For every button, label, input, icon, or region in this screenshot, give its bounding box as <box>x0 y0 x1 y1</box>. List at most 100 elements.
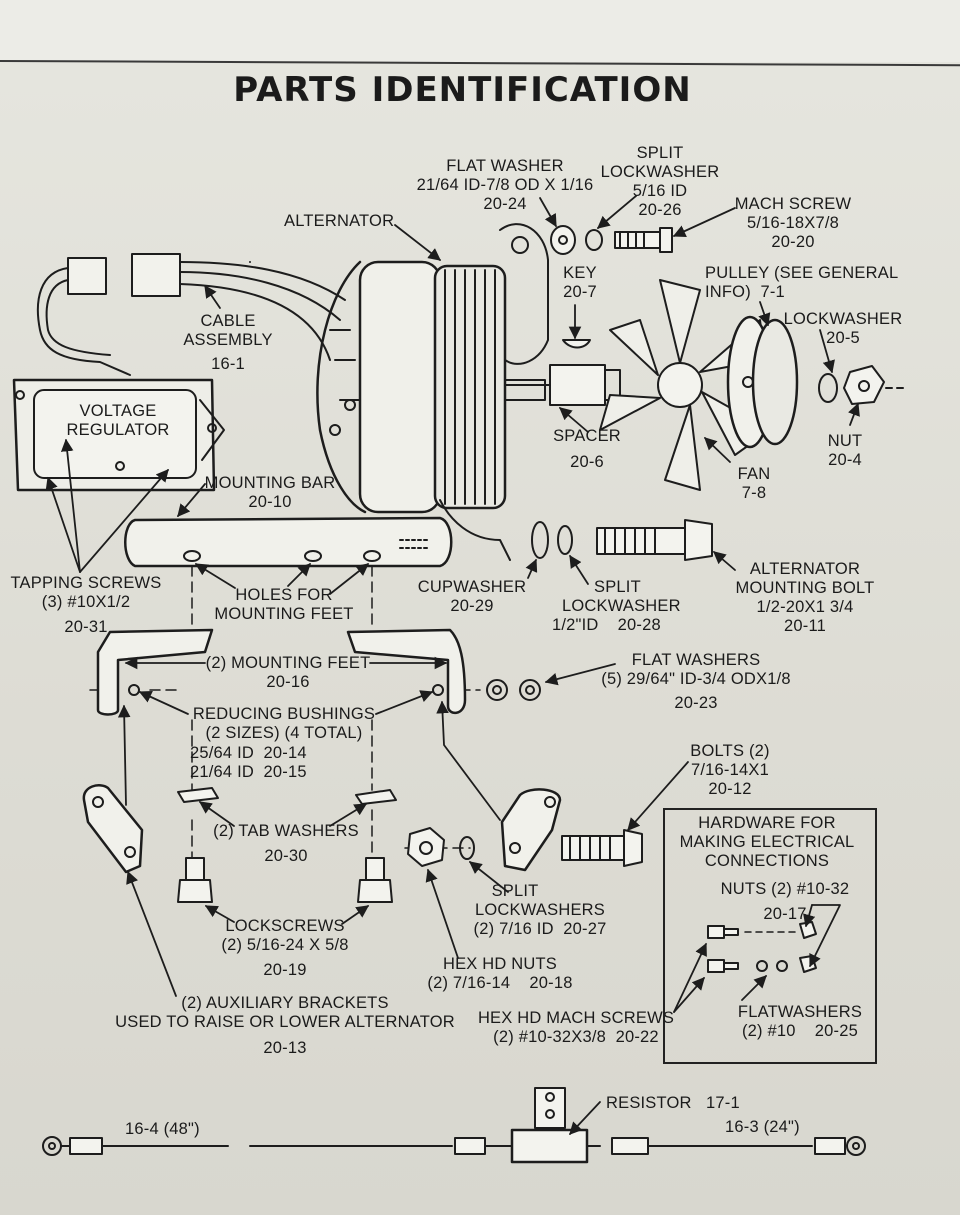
label-line: 20-26 <box>638 201 682 219</box>
label-line: (2 SIZES) (4 TOTAL) <box>205 724 363 742</box>
label-line: 21/64 ID-7/8 OD X 1/16 <box>416 176 594 194</box>
label-line: ASSEMBLY <box>183 331 273 349</box>
label-resistor: RESISTOR 17-1 <box>606 1094 740 1112</box>
label-flatwashers-10: FLATWASHERS(2) #10 20-25 <box>738 1003 862 1041</box>
label-line: MACH SCREW <box>734 195 852 213</box>
label-line: LOCKWASHER <box>783 310 903 328</box>
label-line: (2) #10 20-25 <box>741 1022 859 1040</box>
label-line: 21/64 ID 20-15 <box>190 763 307 781</box>
label-line: ALTERNATOR <box>749 560 861 578</box>
label-line: 20-24 <box>483 195 527 213</box>
label-line: HEX HD MACH SCREWS <box>477 1009 675 1027</box>
label-line: MOUNTING BOLT <box>735 579 875 597</box>
label-line: HOLES FOR <box>235 586 333 604</box>
label-line: 20-28 <box>617 616 661 634</box>
label-line: 16-1 <box>211 355 245 373</box>
leader-arrows <box>45 195 860 1135</box>
label-line: (2) #10-32X3/8 20-22 <box>493 1028 659 1046</box>
label-line: MOUNTING BAR <box>204 474 336 492</box>
shaft-nut <box>818 365 906 405</box>
label-line: 5/16-18X7/8 <box>746 214 840 232</box>
label-line: SPLIT <box>491 882 539 900</box>
label-line: FLAT WASHERS <box>631 651 761 669</box>
mounting-bar-drawing <box>124 516 453 568</box>
label-hex-hd-nuts: HEX HD NUTS(2) 7/16-14 20-18 <box>427 955 572 993</box>
page-title: PARTS IDENTIFICATION <box>233 70 692 110</box>
label-line: FAN <box>737 465 771 483</box>
label-line: REGULATOR <box>66 421 170 439</box>
mounting-feet-drawing <box>96 628 541 716</box>
label-line: (2) AUXILIARY BRACKETS <box>181 994 389 1012</box>
label-line: CABLE <box>200 312 256 330</box>
label-line: FLATWASHERS <box>737 1003 863 1021</box>
label-line: 20-5 <box>826 329 860 347</box>
label-line: LOCKWASHER <box>600 163 720 181</box>
label-wire-24: 16-3 (24") <box>725 1118 800 1136</box>
pulley-drawing <box>726 315 799 449</box>
fan-drawing <box>599 279 771 491</box>
label-line: TAPPING SCREWS <box>10 574 162 592</box>
label-line: 20-20 <box>771 233 815 251</box>
label-line: INFO) 7-1 <box>705 283 785 301</box>
label-alternator: ALTERNATOR <box>284 212 395 230</box>
label-wire-48: 16-4 (48") <box>125 1120 200 1138</box>
label-line: LOCKWASHERS <box>475 901 605 919</box>
label-line: PULLEY (SEE GENERAL <box>705 264 899 282</box>
label-line: (2) 5/16-24 X 5/8 <box>221 936 349 954</box>
label-line: 20-6 <box>570 453 604 471</box>
lockscrews-drawing <box>177 857 393 903</box>
label-line: 20-29 <box>450 597 494 615</box>
label-line: 20-13 <box>263 1039 307 1057</box>
label-line: (2) MOUNTING FEET <box>205 654 371 672</box>
label-reducing-bushings: REDUCING BUSHINGS(2 SIZES) (4 TOTAL) <box>193 705 375 743</box>
label-line: 1/2-20X1 3/4 <box>756 598 854 616</box>
label-line: 5/16 ID <box>632 182 688 200</box>
label-line: 20-4 <box>828 451 862 469</box>
label-line: SPLIT <box>594 578 641 596</box>
label-line: 20-19 <box>263 961 307 979</box>
label-line: 7-8 <box>741 484 767 502</box>
label-line: 20-30 <box>264 847 308 865</box>
label-line: SPACER <box>553 427 621 445</box>
auxiliary-brackets-drawing <box>82 784 562 874</box>
label-line: VOLTAGE <box>79 402 157 420</box>
electrical-hardware-box <box>663 808 877 1064</box>
voltage-regulator-drawing <box>12 378 225 492</box>
label-line: 20-12 <box>708 780 752 798</box>
tab-washers <box>177 787 397 805</box>
label-line: 20-16 <box>266 673 310 691</box>
label-line: LOCKWASHER <box>562 597 681 615</box>
label-line: (2) 7/16 ID 20-27 <box>473 920 607 938</box>
label-line: FLAT WASHER <box>446 157 564 175</box>
label-line: (3) #10X1/2 <box>41 593 131 611</box>
resistor-wires <box>42 1087 866 1164</box>
mounting-bolt-group <box>531 519 713 561</box>
label-line: 25/64 ID 20-14 <box>190 744 307 762</box>
top-hardware <box>550 225 673 255</box>
label-line: 20-17 <box>763 905 807 923</box>
label-line: 20-23 <box>674 694 718 712</box>
label-line: MOUNTING FEET <box>214 605 354 623</box>
